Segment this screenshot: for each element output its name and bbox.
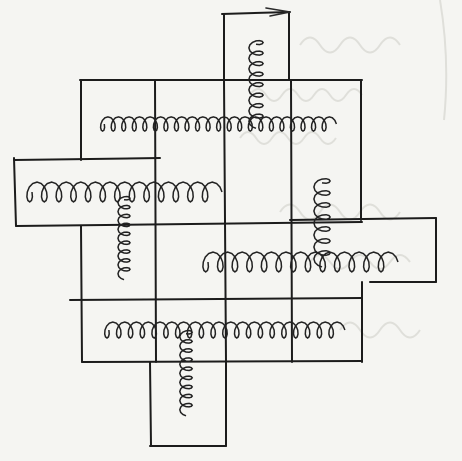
bottom-arm-left-edge bbox=[150, 362, 151, 446]
main-left-edge-lower bbox=[81, 226, 82, 362]
left-arm-left-edge bbox=[14, 158, 16, 226]
strand-right-horizontal bbox=[203, 252, 398, 272]
strand-middle-horizontal bbox=[27, 182, 222, 202]
column-divider-2 bbox=[224, 80, 226, 362]
strand-left-vertical bbox=[118, 197, 130, 280]
strand-bottom-vertical bbox=[180, 331, 192, 416]
grid-outline bbox=[14, 8, 436, 446]
left-arm-top-edge bbox=[14, 158, 160, 160]
main-bottom-edge bbox=[82, 361, 362, 362]
strand-top-vertical bbox=[249, 41, 263, 129]
row-divider-lower bbox=[70, 298, 362, 300]
bleed-through-scribbles bbox=[240, 0, 446, 338]
strand-top-horizontal bbox=[101, 117, 337, 131]
left-arm-bottom-edge bbox=[16, 222, 362, 226]
